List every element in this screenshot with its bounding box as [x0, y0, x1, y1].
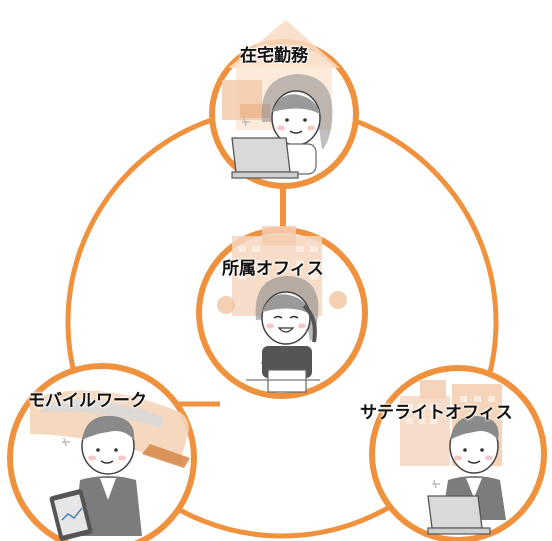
- woman-phone-office-icon: [217, 226, 347, 393]
- node-satellite: [369, 365, 547, 541]
- man-tablet-train-icon: [30, 390, 190, 541]
- node-mobile: [7, 363, 197, 541]
- label-office: 所属オフィス: [222, 259, 324, 279]
- label-mobile: モバイルワーク: [28, 391, 147, 411]
- man-laptop-building-icon: [400, 380, 506, 535]
- node-office: [196, 226, 368, 399]
- node-home: [209, 20, 359, 189]
- label-satellite: サテライトオフィス: [360, 403, 513, 423]
- woman-laptop-home-icon: [222, 20, 340, 179]
- label-home: 在宅勤務: [240, 46, 308, 66]
